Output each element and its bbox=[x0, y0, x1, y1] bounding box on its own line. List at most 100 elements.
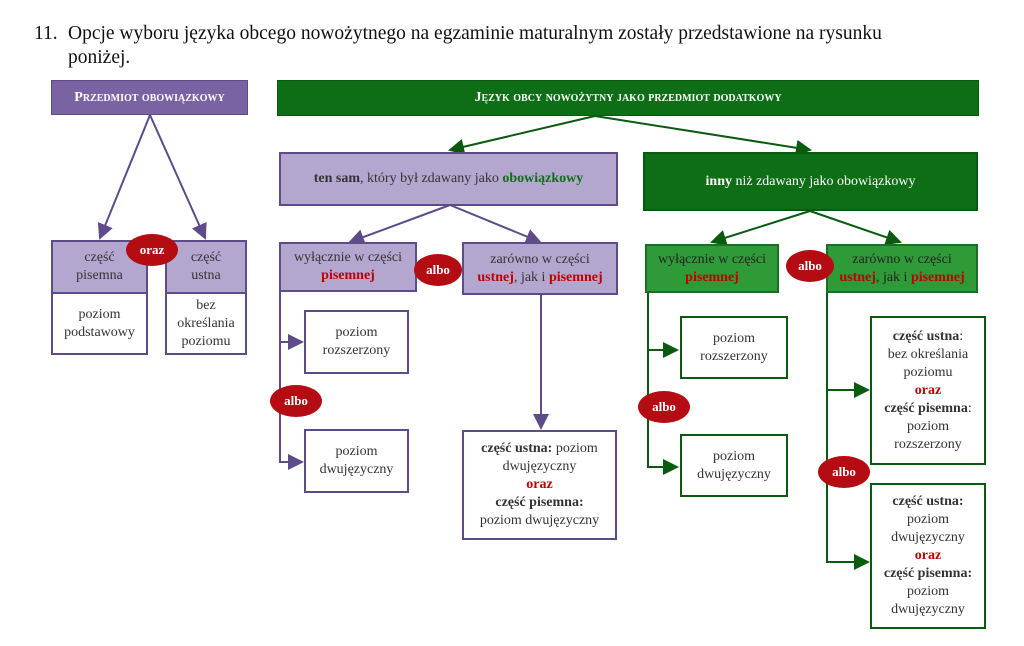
p-both-oral: ustnej bbox=[477, 269, 514, 285]
question-number: 11. bbox=[34, 23, 58, 44]
mandatory-subject-header: Przedmiot obowiązkowy bbox=[51, 80, 248, 115]
albo-badge-p-mid: albo bbox=[270, 385, 322, 417]
additional-subject-header-text: Język obcy nowożytny jako przedmiot doda… bbox=[474, 90, 782, 105]
g-combo2-oraz: oraz bbox=[914, 548, 942, 563]
other-language-bold: inny bbox=[705, 173, 732, 189]
basic-level-label-1: poziom bbox=[78, 306, 121, 322]
p-bilingual-label-2: dwujęzyczny bbox=[319, 462, 394, 477]
albo-badge-g-top: albo bbox=[786, 250, 834, 282]
link-same-only bbox=[348, 204, 451, 245]
albo-badge-g-mid: albo bbox=[638, 391, 690, 423]
g-written-only-label-1: wyłącznie w części bbox=[657, 251, 767, 267]
albo-badge-p-top: albo bbox=[414, 254, 462, 286]
link-other-both bbox=[809, 210, 902, 246]
p-written-only-label-1: wyłącznie w części bbox=[293, 250, 403, 265]
p-combo-line-2: dwujęzyczny bbox=[502, 459, 577, 474]
p-written-only-label-2: pisemnej bbox=[321, 268, 375, 283]
g-combo2-box: część ustna: poziom dwujęzyczny oraz czę… bbox=[870, 483, 986, 629]
no-level-label-3: poziomu bbox=[181, 333, 231, 349]
oral-part-label-1: część bbox=[190, 250, 222, 265]
oraz-badge-left: oraz bbox=[126, 234, 178, 266]
link-head-other bbox=[594, 115, 812, 156]
p-combo-oral-level: poziom bbox=[552, 441, 598, 456]
p-bilingual-level-box: poziom dwujęzyczny bbox=[304, 429, 409, 493]
g-both-parts-box: zarówno w części ustnej, jak i pisemnej bbox=[826, 244, 978, 293]
link-left-written bbox=[97, 114, 151, 240]
written-part-label-1: część bbox=[84, 250, 115, 265]
g-combo1-oral-colon: : bbox=[959, 328, 964, 344]
p-combo-oral: część ustna: bbox=[481, 441, 553, 456]
g-both-oral: ustnej bbox=[839, 269, 876, 285]
g-both-written: pisemnej bbox=[910, 269, 965, 285]
link-p-ext bbox=[279, 290, 304, 350]
p-combo-oraz: oraz bbox=[526, 477, 553, 492]
link-g-ext bbox=[647, 293, 679, 358]
question-line-2: poniżej. bbox=[68, 47, 131, 68]
basic-level-box: poziom podstawowy bbox=[51, 292, 148, 355]
same-language-mid: , który był zdawany jako bbox=[360, 171, 503, 186]
additional-subject-header: Język obcy nowożytny jako przedmiot doda… bbox=[277, 80, 979, 116]
other-language-rest: niż zdawany jako obowiązkowy bbox=[731, 173, 916, 189]
g-bilingual-label-1: poziom bbox=[712, 448, 755, 464]
p-both-mid: , jak i bbox=[513, 269, 549, 285]
link-g-bil bbox=[647, 350, 679, 475]
p-both-parts-label-1: zarówno w części bbox=[490, 251, 590, 267]
p-written-only-box: wyłącznie w części pisemnej bbox=[279, 242, 417, 292]
p-extended-label-1: poziom bbox=[335, 325, 378, 340]
same-language-green: obowiązkowy bbox=[502, 171, 584, 186]
g-combo2-line-3: dwujęzyczny bbox=[891, 530, 965, 545]
no-level-box: bez określania poziomu bbox=[165, 292, 247, 355]
p-combo-line-5: poziom dwujęzyczny bbox=[479, 513, 600, 528]
no-level-label-2: określania bbox=[177, 315, 235, 331]
g-extended-label-1: poziom bbox=[712, 330, 755, 346]
g-combo1-written-colon: : bbox=[967, 400, 972, 416]
g-both-mid: , jak i bbox=[875, 269, 911, 285]
g-combo1-line-3: poziomu bbox=[903, 364, 953, 380]
g-combo1-line-2: bez określania bbox=[887, 346, 969, 362]
p-extended-label-2: rozszerzony bbox=[322, 343, 391, 358]
albo-badge-g-bottom: albo bbox=[818, 456, 870, 488]
link-p-bil bbox=[279, 342, 304, 470]
g-written-only-box: wyłącznie w części pisemnej bbox=[645, 244, 779, 293]
g-bilingual-level-box: poziom dwujęzyczny bbox=[680, 434, 788, 497]
question-line-1: Opcje wyboru języka obcego nowożytnego n… bbox=[68, 23, 882, 44]
other-language-box: inny niż zdawany jako obowiązkowy bbox=[643, 152, 978, 211]
g-combo2-line-6: poziom bbox=[906, 584, 949, 599]
link-head-same bbox=[448, 115, 596, 155]
link-left-oral bbox=[149, 114, 207, 240]
g-combo2-oral: część ustna: bbox=[892, 494, 964, 509]
p-combo-box: część ustna: poziom dwujęzyczny oraz czę… bbox=[462, 430, 617, 540]
same-language-box: ten sam, który był zdawany jako obowiązk… bbox=[279, 152, 618, 206]
p-both-parts-box: zarówno w części ustnej, jak i pisemnej bbox=[462, 242, 618, 295]
p-bilingual-label-1: poziom bbox=[335, 444, 378, 459]
mandatory-subject-header-text: Przedmiot obowiązkowy bbox=[74, 89, 225, 105]
no-level-label-1: bez bbox=[196, 297, 216, 313]
g-extended-label-2: rozszerzony bbox=[700, 348, 768, 364]
oral-part-box: część ustna bbox=[165, 240, 247, 294]
p-combo-written: część pisemna: bbox=[495, 495, 584, 510]
g-combo2-line-7: dwujęzyczny bbox=[891, 602, 965, 617]
g-written-only-label-2: pisemnej bbox=[685, 269, 739, 285]
written-part-label-2: pisemna bbox=[76, 268, 123, 283]
oral-part-label-2: ustna bbox=[191, 268, 221, 283]
link-g-combo2 bbox=[826, 390, 870, 570]
g-both-parts-label-1: zarówno w części bbox=[852, 251, 952, 267]
basic-level-label-2: podstawowy bbox=[64, 324, 135, 340]
g-combo2-line-2: poziom bbox=[906, 512, 949, 527]
link-other-only bbox=[710, 210, 811, 246]
g-combo1-box: część ustna: bez określania poziomu oraz… bbox=[870, 316, 986, 465]
g-combo1-line-7: rozszerzony bbox=[894, 436, 962, 452]
g-extended-level-box: poziom rozszerzony bbox=[680, 316, 788, 379]
same-language-bold: ten sam bbox=[313, 171, 361, 186]
g-combo1-oral: część ustna bbox=[892, 328, 960, 344]
link-same-both bbox=[449, 204, 542, 245]
p-extended-level-box: poziom rozszerzony bbox=[304, 310, 409, 374]
g-combo1-written: część pisemna bbox=[884, 400, 968, 416]
question-text: 11. Opcje wyboru języka obcego nowożytneg… bbox=[34, 22, 1020, 70]
g-bilingual-label-2: dwujęzyczny bbox=[697, 466, 771, 482]
g-combo1-oraz: oraz bbox=[914, 382, 942, 398]
g-combo1-line-6: poziom bbox=[906, 418, 949, 434]
p-both-written: pisemnej bbox=[548, 269, 603, 285]
link-g-combo1 bbox=[826, 293, 870, 398]
